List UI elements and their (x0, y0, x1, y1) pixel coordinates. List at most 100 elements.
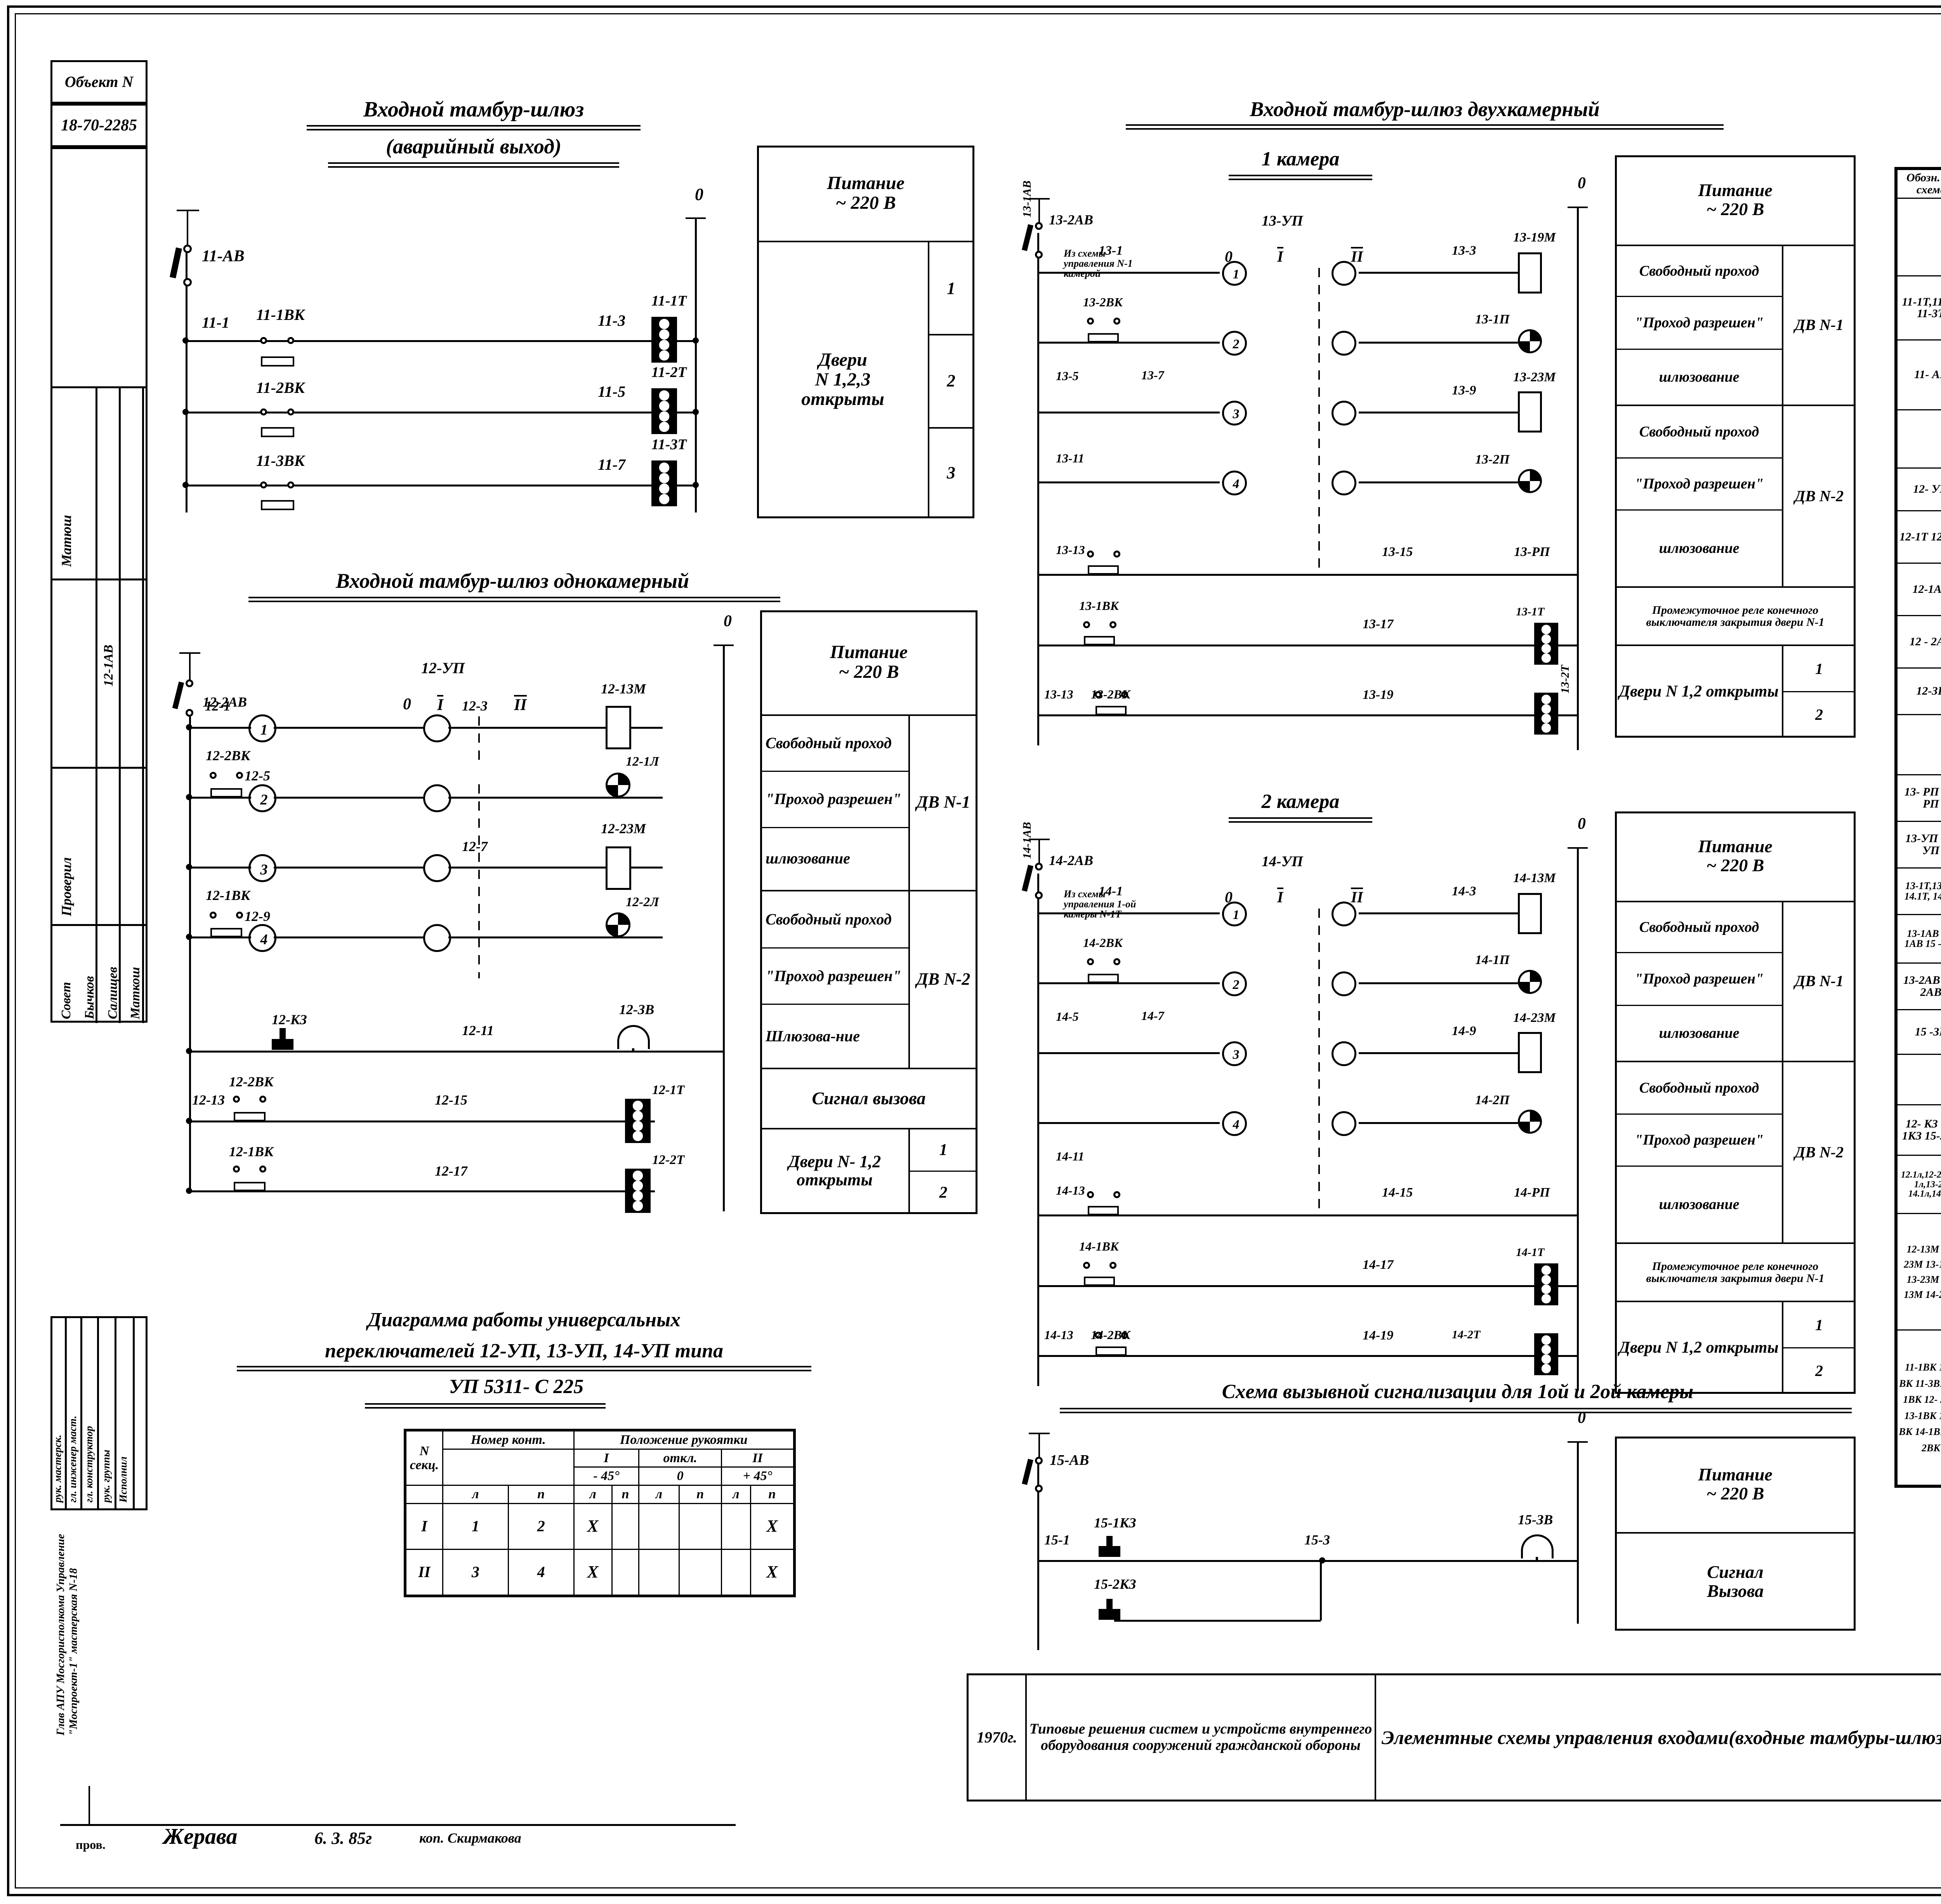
d3c1-leg-v (1782, 245, 1783, 586)
d3c1-leg-h1 (1615, 296, 1782, 297)
d5-breaker-label: 15-АВ (1050, 1452, 1089, 1468)
d2-tablo-12-1t-label: 12-1Т (652, 1083, 685, 1097)
d3c1-magnet-1-label: 13-19М (1513, 230, 1556, 245)
d5-right-bus (1577, 1441, 1579, 1624)
d3c2-wire-14-9: 14-9 (1452, 1024, 1476, 1038)
d1-tablo-2 (651, 388, 677, 434)
d3c1-wire-13-17: 13-17 (1363, 617, 1394, 631)
d1-sw2-terminal-b (287, 408, 294, 415)
usw-h-ang-II: + 45° (720, 1466, 795, 1486)
d2-sw-12-1vk2-label: 12-2ВК (229, 1074, 274, 1089)
d2-button-12kz[interactable] (272, 1028, 293, 1051)
d3-cam2-title: 2 камера (1261, 790, 1340, 813)
d1-rung2-wire-right-label: 11-5 (598, 383, 626, 400)
d5-button-15-2kz[interactable] (1099, 1599, 1120, 1621)
d2-rung3-node (186, 864, 192, 870)
d3c1-sw-13-2vk2-a (1095, 691, 1102, 698)
d5-button-15-1kz[interactable] (1099, 1536, 1120, 1558)
d1-rung2-node-left (182, 409, 189, 415)
d2-leg-h2 (760, 827, 908, 828)
d1-sw3-label: 11-3ВК (256, 452, 305, 469)
diagram4-title-line1: Диаграмма работы универсальных (367, 1309, 681, 1331)
approval-copy: коп. Скирмакова (419, 1830, 521, 1846)
app-s2-r3-des: 13-1АВ 14-1АВ 15 - АВ (1896, 914, 1941, 964)
strip-divider-3 (142, 386, 144, 1023)
d1-sw3-bar (261, 500, 294, 510)
d3c2-rung7 (1037, 1355, 1577, 1357)
d2-rung1-node (186, 724, 192, 730)
d1-breaker-terminal-top (183, 245, 192, 253)
diagram1-title-line2: (аварийный выход) (385, 135, 562, 158)
d3c1-sw-13-2vk-b (1113, 318, 1120, 325)
usw-r1-cp: 4 (507, 1548, 575, 1596)
d5-right-bus-cap (1568, 1441, 1588, 1443)
usw-r1-m4 (720, 1548, 751, 1596)
usw-sub-3: п (611, 1485, 640, 1504)
d1-right-bus-cap (686, 217, 706, 219)
d1-right-bus (695, 217, 697, 512)
d2-lamp-2-label: 12-2Л (626, 895, 659, 909)
d2-leg-h7 (760, 1128, 977, 1129)
d2-tablo-12-2t (625, 1169, 651, 1213)
d3c1-sel-circ-4 (1332, 471, 1356, 495)
d2-sw-12-2vk-bar (210, 788, 242, 797)
d2-bell-symbol (617, 1025, 650, 1049)
d2-left-bus (189, 717, 191, 1190)
d2-sw-12-1vk-label: 12-1ВК (206, 888, 250, 903)
d1-breaker-stem-top (187, 210, 188, 248)
d2-leg-h0 (760, 714, 977, 716)
d3c1-wire-13-9: 13-9 (1452, 383, 1476, 398)
d3c2-right-bus (1577, 847, 1579, 1391)
usw-r0-m4 (720, 1503, 751, 1550)
strip-name-salishchev: Салищев (106, 967, 120, 1019)
strip-divider-2 (119, 386, 121, 1023)
d5-breaker-terminal-bottom (1035, 1485, 1043, 1492)
strip-role-engineer: гл. инженер маст. (67, 1416, 78, 1503)
d1-legend-doors: Двери N 1,2,3 открыты (801, 349, 884, 410)
usw-sub-2: л (573, 1485, 613, 1504)
d3c1-contact-3 (1222, 401, 1247, 426)
d2-sel-dash-2 (478, 784, 480, 978)
d3-title-rule-b (1126, 128, 1724, 130)
d2-selector-II: II (514, 695, 527, 714)
d3c1-sel-circ-1 (1332, 261, 1356, 286)
d1-legend-line-2 (928, 334, 974, 335)
d1-legend-power: Питание ~ 220 В (826, 173, 905, 213)
strip-row-line-1 (50, 386, 148, 388)
d2-contact-2-label: 2 (260, 791, 268, 808)
usw-r1-m2 (638, 1548, 680, 1596)
d3c1-leg-h0 (1615, 245, 1856, 246)
d3c1-lamp-1-label: 13-1П (1475, 312, 1510, 327)
d3c1-left-bus (1037, 233, 1039, 745)
diagram1-title-rule1b (307, 129, 641, 130)
d3c1-rung3b (1359, 412, 1518, 413)
d3c1-sw-13-1vk2-b (1109, 621, 1116, 628)
d3c1-magnet-1 (1518, 252, 1542, 294)
d3c1-right-bus-cap (1568, 207, 1588, 208)
d3c2-magnet-2 (1518, 1032, 1542, 1073)
d3c1-sel-circ-3 (1332, 401, 1356, 426)
d3c1-sel-II: II (1351, 247, 1363, 265)
d2-legend-num-1: 1 (939, 1141, 948, 1159)
d3c2-rung2 (1037, 982, 1220, 984)
d2-bus-zero-label: 0 (724, 612, 732, 630)
d5-button-15-1kz-label: 15-1КЗ (1094, 1515, 1136, 1530)
d5-legend-power: Питание ~ 220 В (1698, 1464, 1773, 1503)
app-s3-r2-des: 12-13М 12-23М 13-13М 13-23М 14-13М 14-23… (1896, 1213, 1941, 1331)
d3c1-sw-13-2vk-label: 13-2ВК (1083, 295, 1123, 309)
roles-div-3 (97, 1316, 99, 1510)
d3-cam1-title: 1 камера (1261, 148, 1340, 170)
strip-role-executor: Исполнил (117, 1456, 129, 1503)
d3c2-sel-circ-2 (1332, 971, 1356, 996)
usw-h-ang-I: - 45° (573, 1466, 640, 1486)
d3c2-contact-1-label: 1 (1233, 907, 1240, 922)
d3c2-contact-3 (1222, 1041, 1247, 1066)
d2-sw-12-1vk2-b (259, 1096, 266, 1103)
d1-sw2-terminal-a (260, 408, 267, 415)
d3c2-sw-14-2vk2-a (1095, 1332, 1102, 1339)
d1-bus-zero-label: 0 (695, 185, 703, 204)
d3c2-note: Из схемы управления 1-ой камеры N-1Т (1064, 888, 1136, 919)
strip-name-matkosh: Маткош (128, 967, 142, 1019)
d5-bell-stem (1536, 1557, 1538, 1562)
